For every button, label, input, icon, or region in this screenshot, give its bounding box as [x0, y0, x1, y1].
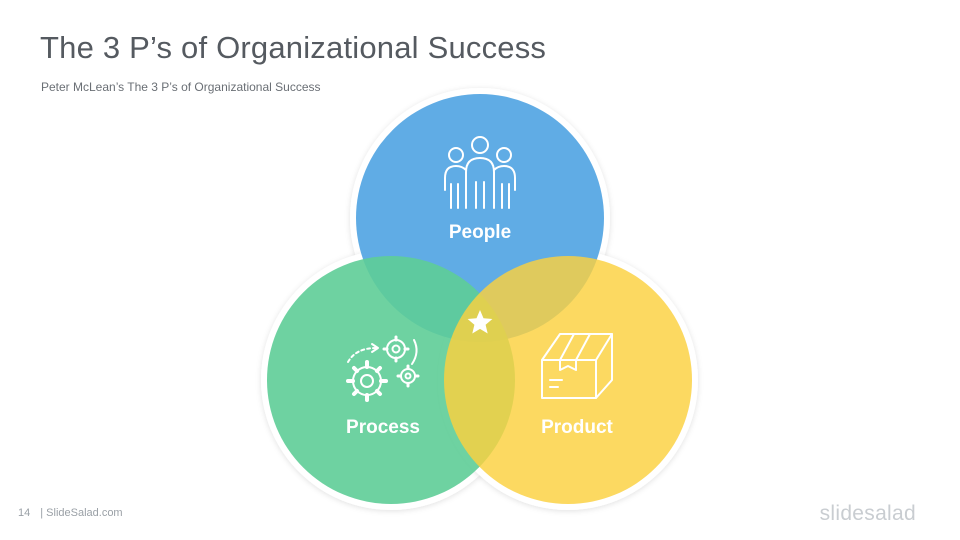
gears-icon	[346, 335, 420, 402]
process-circle	[267, 256, 515, 504]
slide-title: The 3 P’s of Organizational Success	[40, 30, 547, 65]
slide-subtitle: Peter McLean’s The 3 P’s of Organization…	[41, 80, 321, 94]
box-icon	[541, 333, 613, 399]
footer-site: | SlideSalad.com	[40, 507, 123, 519]
people-label: People	[449, 222, 511, 243]
footer: 14 | SlideSalad.com	[18, 507, 123, 519]
product-label: Product	[541, 417, 613, 438]
product-circle	[444, 256, 692, 504]
star-icon	[467, 310, 493, 334]
brand-logo: slidesalad	[819, 502, 916, 525]
process-label: Process	[346, 417, 420, 438]
page-number: 14	[18, 507, 31, 519]
people-group-icon	[444, 136, 516, 209]
